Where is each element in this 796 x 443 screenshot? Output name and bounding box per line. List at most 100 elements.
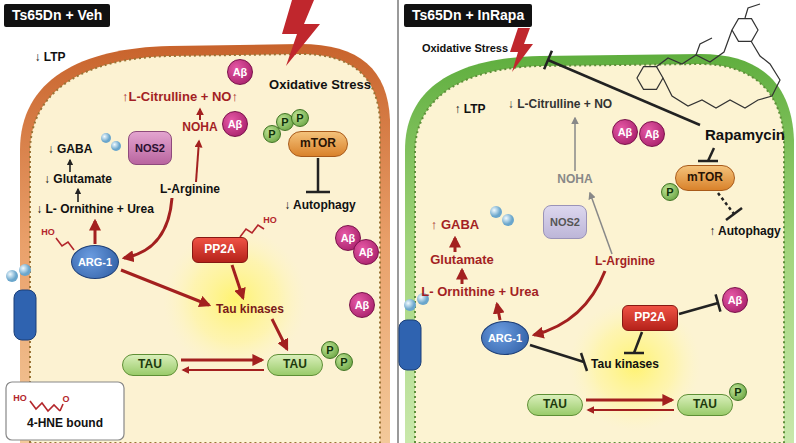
cell-panel: Ts65Dn + VehAβAβNOS2PPPmTORAβAβPP2AARG-1…	[0, 0, 396, 443]
text-label: Tau kinases	[591, 358, 659, 372]
legend-box	[60, 404, 63, 411]
protein-capsule: TAU	[122, 354, 178, 376]
text-label: ↓ GABA	[48, 143, 93, 157]
text-label: Rapamycin	[705, 126, 785, 143]
reaction-arrow	[461, 270, 464, 284]
enzyme-ellipse: ARG-1	[481, 321, 529, 355]
neurotransmitter-ball	[19, 264, 31, 276]
reaction-connector	[588, 409, 674, 411]
node-text: Aβ	[233, 66, 248, 78]
reaction-arrow	[94, 221, 97, 244]
reaction-arrow	[199, 109, 201, 120]
panel-title: Ts65Dn + Veh	[4, 4, 110, 27]
text-label: ↓ L-Citrulline + NO	[508, 98, 612, 112]
yellow-glow	[163, 228, 701, 431]
text-label: ↑ Autophagy	[709, 225, 781, 239]
node-text: P	[326, 344, 333, 356]
neurotransmitter-ball	[111, 141, 121, 151]
node-text: PP2A	[204, 243, 235, 256]
inhibition-line	[708, 148, 714, 161]
cell-right	[405, 54, 794, 443]
cell-right	[415, 64, 784, 443]
lightning-bolt	[510, 28, 533, 72]
node-text: TAU	[138, 358, 162, 371]
node-text: mTOR	[300, 137, 336, 150]
node-text: TAU	[283, 358, 307, 371]
reaction-arrow	[121, 270, 209, 305]
legend-entry: 4-HNE bound	[27, 417, 103, 431]
amyloid-bead: Aβ	[639, 121, 665, 147]
kinase-box: mTOR	[675, 165, 735, 191]
protein-capsule: TAU	[677, 394, 733, 416]
legend-box	[6, 382, 124, 440]
text-label: NOHA	[557, 173, 592, 187]
text-label: ↓ Glutamate	[44, 173, 112, 187]
receptor	[399, 320, 421, 370]
amyloid-bead: Aβ	[349, 292, 375, 318]
reaction-arrow	[574, 118, 576, 171]
text-label: ↑L-Citrulline + NO↑	[122, 90, 238, 105]
rapamycin-structure	[637, 4, 780, 108]
enzyme-box: NOS2	[128, 131, 172, 165]
rapamycin-structure	[663, 41, 780, 108]
node-text: ARG-1	[488, 332, 522, 344]
text-label: Glutamate	[430, 253, 494, 268]
phosphate-bead: P	[335, 353, 353, 371]
amyloid-bead: Aβ	[612, 119, 638, 145]
inhibition-line	[306, 191, 330, 194]
neurotransmitter-ball	[502, 214, 514, 226]
node-text: Aβ	[645, 128, 660, 140]
panel-divider	[397, 0, 399, 443]
receptor	[14, 290, 36, 340]
amyloid-bead: Aβ	[227, 59, 253, 85]
rapamycin-structure	[656, 30, 732, 67]
node-text: P	[340, 356, 347, 368]
reaction-arrow	[70, 109, 612, 349]
reaction-arrow	[232, 265, 243, 298]
lightning-bolt	[282, 0, 320, 66]
hne-chain	[56, 238, 74, 250]
reaction-arrow	[534, 271, 605, 335]
receptor	[14, 290, 421, 370]
protein-capsule: TAU	[527, 394, 583, 416]
text-label: ↓ LTP	[34, 51, 65, 65]
text-label: L-Arginine	[595, 255, 655, 269]
legend-box	[30, 401, 60, 411]
text-label: Tau kinases	[216, 303, 284, 317]
reaction-connector	[183, 369, 264, 371]
phosphate-bead: P	[729, 383, 747, 401]
reaction-arrow	[454, 238, 457, 252]
node-text: TAU	[543, 398, 567, 411]
node-text: P	[268, 128, 275, 140]
rapamycin-structure	[696, 38, 712, 55]
inhibition-line	[679, 303, 718, 314]
node-text: TAU	[693, 398, 717, 411]
node-text: Aβ	[341, 232, 356, 244]
inhibition-line	[716, 294, 721, 311]
text-label: HO	[263, 215, 277, 225]
text-label: NOHA	[182, 121, 217, 135]
node-text: Aβ	[228, 118, 243, 130]
phosphatase-box: PP2A	[622, 305, 678, 331]
reaction-arrow	[69, 160, 71, 172]
node-text: P	[734, 386, 741, 398]
enzyme-ellipse: ARG-1	[71, 245, 119, 279]
inhibition-line	[726, 208, 742, 220]
legend-text: 4-HNE bound	[27, 416, 103, 430]
inhibition-line	[581, 353, 587, 371]
kinase-box: mTOR	[288, 131, 348, 157]
neurotransmitter-ball	[6, 270, 18, 282]
node-text: Aβ	[618, 126, 633, 138]
protein-capsule: TAU	[267, 354, 323, 376]
text-label: Oxidative Stress	[422, 42, 508, 55]
legend-box	[6, 382, 124, 440]
inhibition-line	[544, 51, 552, 69]
neurotransmitter-ball	[490, 206, 502, 218]
panel-divider	[398, 0, 399, 443]
reaction-connector	[586, 399, 672, 402]
text-label: ↓ Autophagy	[284, 199, 356, 213]
amyloid-bead: Aβ	[722, 287, 748, 313]
reaction-arrow	[590, 193, 612, 254]
